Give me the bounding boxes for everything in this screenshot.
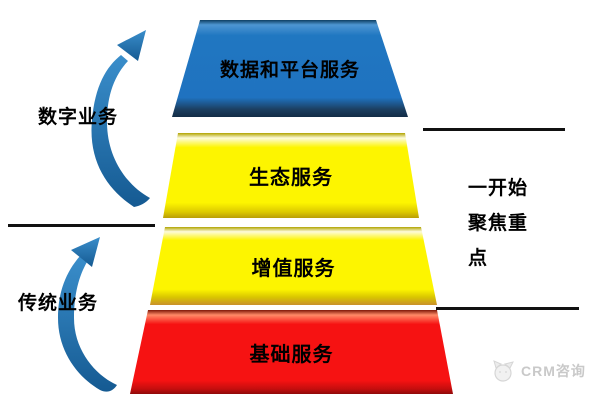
pyramid-layer-label: 数据和平台服务 <box>219 60 360 81</box>
pyramid-layer-label: 基础服务 <box>249 343 334 366</box>
pyramid-layer-label: 生态服务 <box>249 167 333 189</box>
annotation-focus-text: 一开始 聚焦重 点 <box>468 171 528 276</box>
label-digital-business: 数字业务 <box>38 107 119 128</box>
pyramid-layer-ecosystem: 生态服务 <box>163 133 419 218</box>
watermark-label: CRM咨询 <box>521 363 586 379</box>
pyramid-layer-basic: 基础服务 <box>130 310 453 394</box>
pyramid-layer-label: 增值服务 <box>251 257 336 280</box>
annotation-line: 点 <box>468 248 489 269</box>
curved-arrow-traditional-icon <box>58 237 117 392</box>
annotation-line: 一开始 <box>468 178 529 199</box>
watermark-logo-icon <box>493 360 514 382</box>
pyramid-layer-value-added: 增值服务 <box>150 227 437 305</box>
left-divider-line <box>8 224 155 227</box>
right-bracket-line-bottom <box>436 307 579 310</box>
annotation-line: 聚焦重 <box>468 213 529 234</box>
curved-arrow-digital-icon <box>91 30 150 207</box>
right-bracket-line-top <box>423 128 565 131</box>
pyramid-layer-data-platform: 数据和平台服务 <box>172 20 408 117</box>
watermark: CRM咨询 <box>490 358 586 384</box>
label-traditional-business: 传统业务 <box>18 293 99 314</box>
